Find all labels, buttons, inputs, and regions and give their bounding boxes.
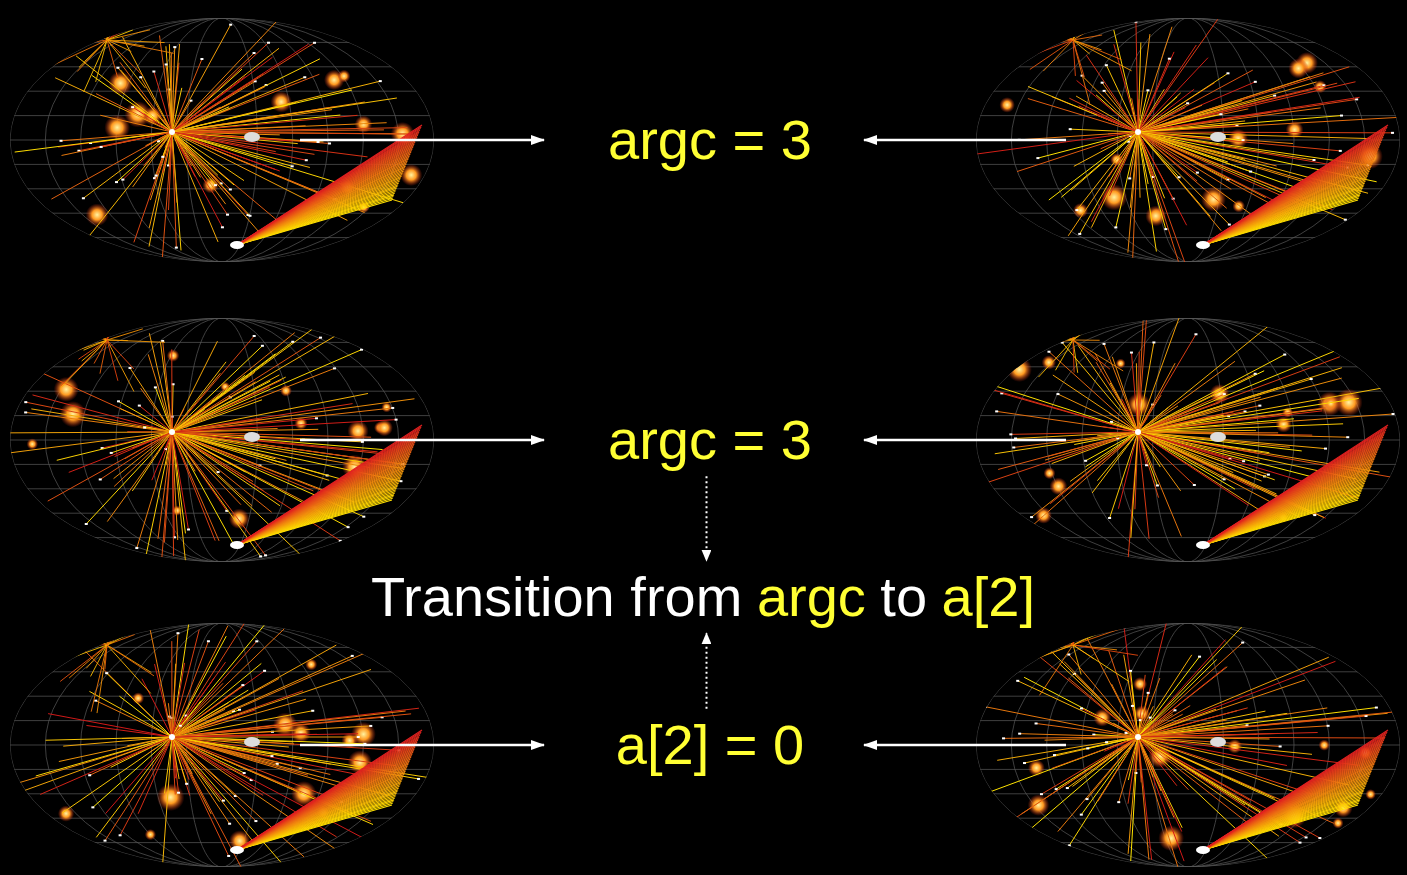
node-text: argc = 3 <box>608 408 812 472</box>
sky-map <box>976 281 1400 562</box>
text-node: argc = 3 <box>602 406 818 474</box>
node-text: a[2] <box>942 565 1035 629</box>
text-node: a[2] = 0 <box>610 711 810 779</box>
text-node: argc = 3 <box>602 106 818 174</box>
text-node: Transition fromargctoa[2] <box>365 563 1041 631</box>
leader-arrow <box>864 139 1066 142</box>
leader-arrow <box>300 439 544 442</box>
leader-arrow <box>864 744 1066 747</box>
sky-map <box>969 0 1402 268</box>
sky-map <box>976 578 1400 870</box>
dotted-arrow <box>705 633 707 709</box>
dotted-arrow <box>705 476 707 561</box>
leader-arrow <box>864 439 1066 442</box>
node-text: a[2] = 0 <box>616 713 804 777</box>
node-text: to <box>880 565 927 629</box>
sky-map <box>2 282 434 563</box>
node-text: argc = 3 <box>608 108 812 172</box>
leader-arrows <box>300 140 1066 745</box>
leader-arrow <box>300 139 544 142</box>
node-text: Transition from <box>371 565 742 629</box>
sky-map <box>10 586 434 869</box>
sky-map <box>10 0 434 262</box>
leader-arrow <box>300 744 544 747</box>
node-text: argc <box>757 565 866 629</box>
